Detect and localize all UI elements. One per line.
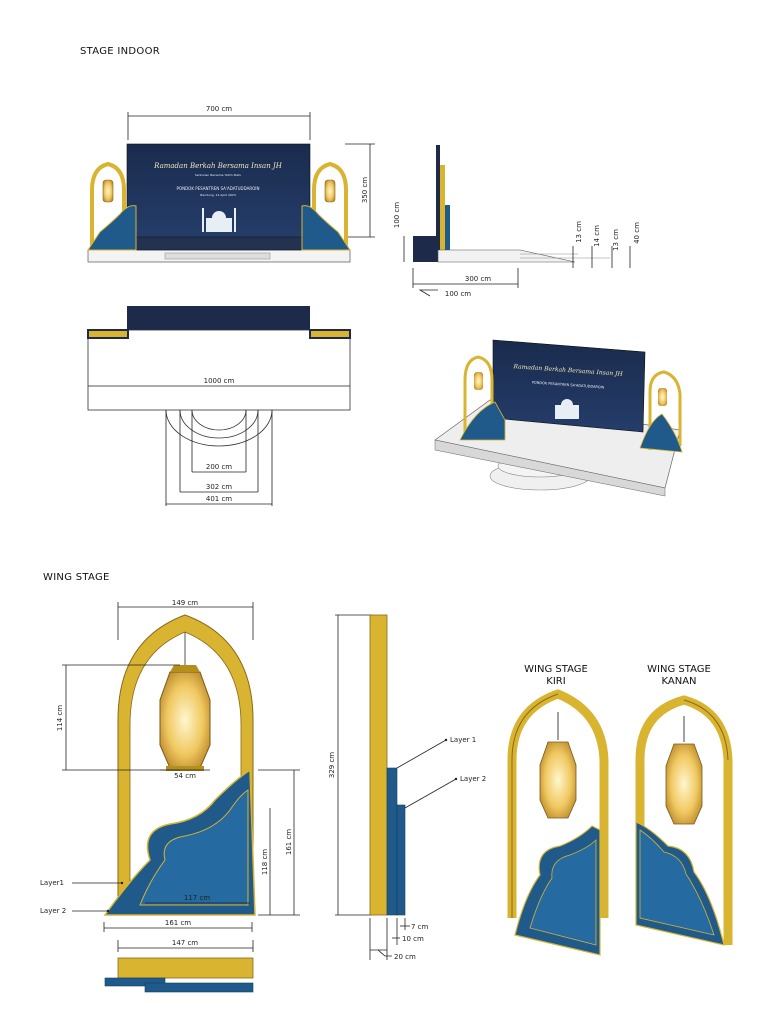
side-step-1: 13 cm xyxy=(575,221,583,243)
stage-indoor-title: STAGE INDOOR xyxy=(80,46,160,57)
wing-front-elevation: 149 cm 114 cm 54 cm 161 cm 118 cm 117 cm… xyxy=(40,599,300,932)
mosque-icon xyxy=(202,208,236,232)
layer2-label: Layer 2 xyxy=(40,907,66,915)
front-width-dim: 700 cm xyxy=(206,105,232,113)
wing-side-elevation: 329 cm Layer 1 Layer 2 7 cm 10 cm 20 cm xyxy=(328,614,486,961)
side-layer2-label: Layer 2 xyxy=(460,775,486,783)
perspective-banner-venue: PONDOK PESANTREN SA'ADATUDDAROIN xyxy=(532,380,605,389)
front-height-dim: 350 cm xyxy=(361,177,369,203)
top-width-dim: 147 cm xyxy=(172,939,198,947)
side-100-horizontal: 100 cm xyxy=(445,290,471,298)
banner-venue: PONDOK PESANTREN SA'ADATUDDAROIN xyxy=(177,186,260,191)
wing-stage-title: WING STAGE xyxy=(43,572,110,583)
front-wing-left xyxy=(87,161,137,251)
side-7-dim: 7 cm xyxy=(411,923,429,931)
side-20-dim: 20 cm xyxy=(394,953,416,961)
side-300-dim: 300 cm xyxy=(465,275,491,283)
lamp-height-dim: 114 cm xyxy=(56,705,64,731)
base-height-dim: 161 cm xyxy=(285,829,293,855)
wing-kanan-perspective xyxy=(635,695,733,946)
plan-r1-dim: 200 cm xyxy=(206,463,232,471)
wing-kiri-perspective xyxy=(507,689,609,956)
banner-title: Ramadan Berkah Bersama Insan JH xyxy=(153,162,283,170)
side-step-2: 14 cm xyxy=(593,225,601,247)
lamp-width-dim: 54 cm xyxy=(174,772,196,780)
lantern-icon xyxy=(159,665,211,771)
wing-top-plan: 147 cm xyxy=(104,939,254,993)
side-100-vertical: 100 cm xyxy=(393,202,401,228)
wing-width-dim: 149 cm xyxy=(172,599,198,607)
inner-height-dim: 118 cm xyxy=(261,849,269,875)
plan-width-dim: 1000 cm xyxy=(204,377,235,385)
side-10-dim: 10 cm xyxy=(402,935,424,943)
stage-front-view: 700 cm 350 cm Ramadan Berkah Bersama Ins… xyxy=(87,105,375,263)
banner-date: Bandung, 14 April 2023 xyxy=(200,193,236,197)
plan-r3-dim: 401 cm xyxy=(206,495,232,503)
base-width-dim: 161 cm xyxy=(165,919,191,927)
plan-r2-dim: 302 cm xyxy=(206,483,232,491)
front-wing-right xyxy=(301,161,351,251)
wing-kiri-title-2: KIRI xyxy=(546,676,565,687)
wing-kanan-title-1: WING STAGE xyxy=(647,664,711,675)
inner-width-dim: 117 cm xyxy=(184,894,210,902)
wing-kanan-title-2: KANAN xyxy=(661,676,696,687)
stage-side-view: 100 cm 300 cm 100 cm 13 cm 14 cm 13 cm 4… xyxy=(393,145,641,298)
side-height-dim: 329 cm xyxy=(328,752,336,778)
banner-subtitle: Santunan Bersama Yatim Piatu xyxy=(195,173,241,177)
side-layer1-label: Layer 1 xyxy=(450,736,476,744)
stage-perspective-view: Ramadan Berkah Bersama Insan JH PONDOK P… xyxy=(434,339,683,497)
side-step-4: 40 cm xyxy=(633,222,641,244)
stage-plan-view: 1000 cm 200 cm 302 cm 401 cm xyxy=(87,306,351,506)
wing-kiri-title-1: WING STAGE xyxy=(524,664,588,675)
side-step-3: 13 cm xyxy=(612,229,620,251)
layer1-label: Layer1 xyxy=(40,879,64,887)
